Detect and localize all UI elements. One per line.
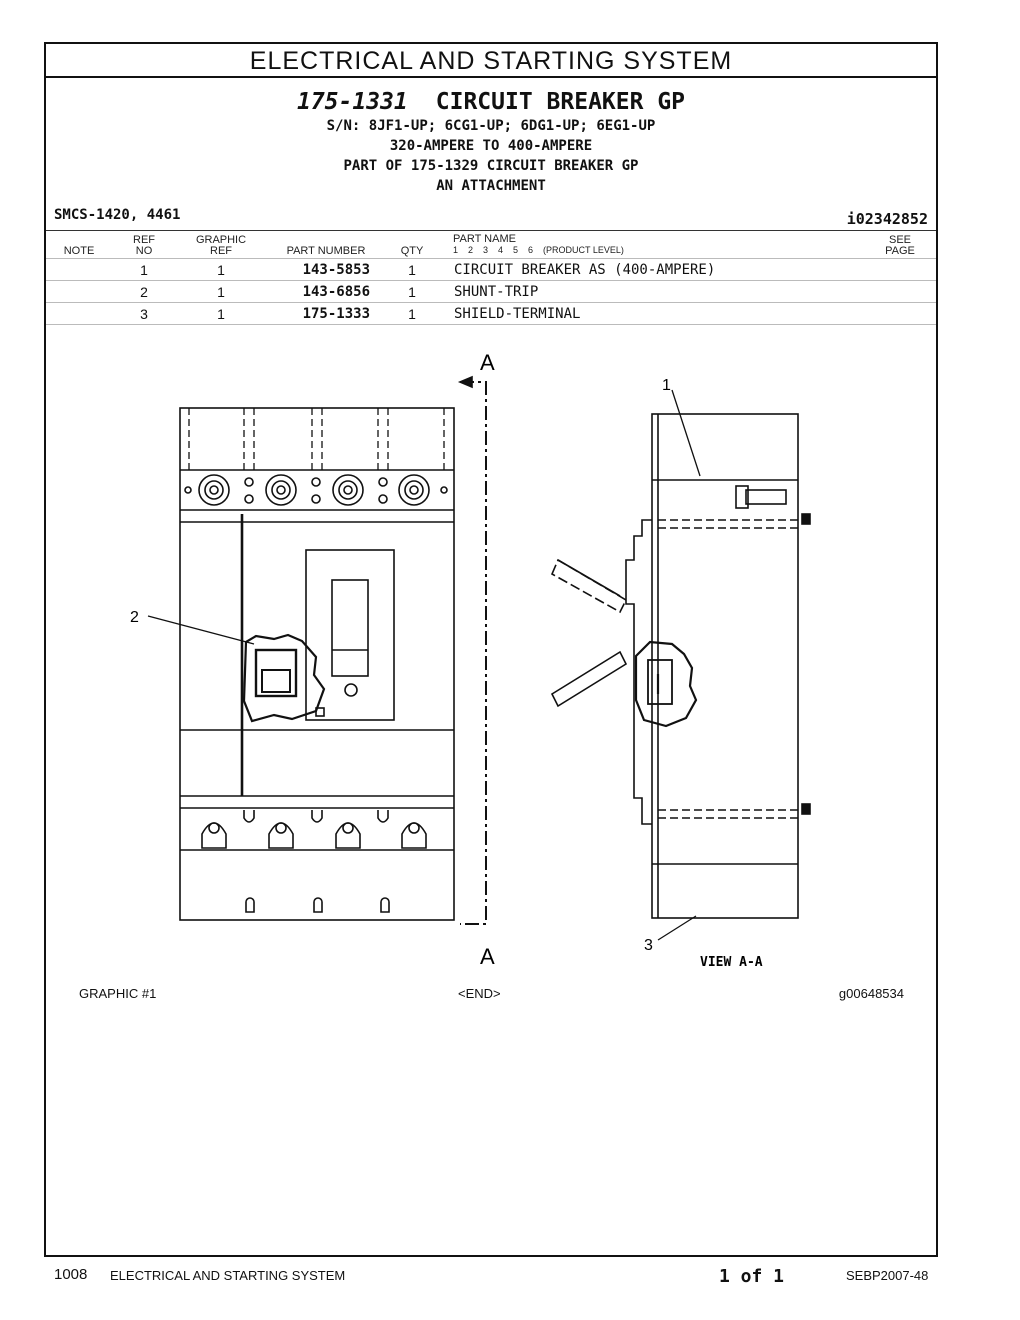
- row-3-qty: 1: [408, 306, 416, 322]
- footer-section: ELECTRICAL AND STARTING SYSTEM: [110, 1268, 346, 1283]
- section-title: ELECTRICAL AND STARTING SYSTEM: [46, 44, 936, 78]
- row-1-ref: 1: [140, 262, 148, 278]
- row-3-name: SHIELD-TERMINAL: [454, 306, 581, 322]
- row-1-name: CIRCUIT BREAKER AS (400-AMPERE): [454, 262, 716, 278]
- group-part-number: 175-1331: [296, 89, 408, 115]
- table-top-rule: [46, 230, 936, 231]
- group-title: 175-1331 CIRCUIT BREAKER GP: [46, 88, 936, 116]
- mounting-studs: [245, 897, 390, 913]
- col-ref-bottom: NO: [135, 245, 153, 257]
- illustration-id: i02342852: [846, 210, 928, 228]
- row-2-part-number[interactable]: 143-6856: [302, 284, 370, 300]
- callout-3: 3: [644, 937, 653, 954]
- col-see-bottom: PAGE: [885, 245, 915, 257]
- col-qty: QTY: [400, 245, 424, 257]
- leader-1: [671, 389, 701, 477]
- row-2-ref: 2: [140, 284, 148, 300]
- top-terminals: [184, 474, 448, 506]
- bottom-terminals: [201, 810, 427, 849]
- row-3-graphic: 1: [217, 306, 225, 322]
- col-graphic-bottom: REF: [210, 245, 232, 257]
- callout-2: 2: [130, 609, 139, 626]
- graphic-id: g00648534: [838, 986, 904, 1001]
- circuit-breaker-drawing: A A 1 2 3 VIEW A-A: [130, 350, 811, 970]
- col-note: NOTE: [63, 245, 95, 257]
- leader-2: [147, 615, 255, 645]
- col-part-name: PART NAME: [453, 233, 516, 245]
- row-3-part-number[interactable]: 175-1333: [302, 306, 370, 322]
- col-part-number: PART NUMBER: [286, 245, 366, 257]
- row-1-qty: 1: [408, 262, 416, 278]
- row-rule: [46, 302, 936, 303]
- graphic-caption: GRAPHIC #1: [79, 986, 157, 1001]
- row-rule: [46, 324, 936, 325]
- breaker-body: [179, 407, 455, 921]
- col-product-levels: 1 2 3 4 5 6 (PRODUCT LEVEL): [453, 245, 624, 255]
- section-letter-bottom: A: [480, 944, 495, 969]
- part-of-line: PART OF 175-1329 CIRCUIT BREAKER GP: [343, 158, 639, 174]
- col-ref-top: REF: [133, 234, 155, 246]
- smcs-code: SMCS-1420, 4461: [54, 207, 181, 223]
- footer-page-of: 1 of 1: [719, 1266, 785, 1287]
- row-2-graphic: 1: [217, 284, 225, 300]
- row-rule: [46, 280, 936, 281]
- handle-on-position: [550, 650, 628, 708]
- row-2-qty: 1: [408, 284, 416, 300]
- attachment-line: AN ATTACHMENT: [436, 178, 546, 194]
- col-see-top: SEE: [888, 234, 911, 246]
- row-1-graphic: 1: [217, 262, 225, 278]
- footer-doc-id: SEBP2007-48: [846, 1268, 929, 1283]
- operating-handle: [331, 579, 369, 677]
- side-view-body: [651, 413, 799, 919]
- row-3-ref: 3: [140, 306, 148, 322]
- row-1-part-number[interactable]: 143-5853: [302, 262, 370, 278]
- group-name: CIRCUIT BREAKER GP: [435, 89, 686, 115]
- view-label: VIEW A-A: [700, 955, 763, 970]
- header-rule: [46, 258, 936, 259]
- row-2-name: SHUNT-TRIP: [454, 284, 539, 300]
- col-graphic-top: GRAPHIC: [195, 234, 247, 246]
- handle-plate: [305, 549, 395, 721]
- leader-3: [657, 915, 697, 941]
- ampere-range: 320-AMPERE TO 400-AMPERE: [389, 138, 593, 154]
- handle-off-position: [550, 558, 628, 614]
- group-header: 175-1331 CIRCUIT BREAKER GP S/N: 8JF1-UP;…: [46, 88, 936, 196]
- end-marker: <END>: [458, 986, 501, 1001]
- serial-range: S/N: 8JF1-UP; 6CG1-UP; 6DG1-UP; 6EG1-UP: [326, 118, 656, 134]
- callout-1: 1: [662, 377, 671, 394]
- shunt-trip: [242, 633, 326, 723]
- footer-page-number: 1008: [54, 1266, 88, 1283]
- section-letter-top: A: [480, 350, 495, 375]
